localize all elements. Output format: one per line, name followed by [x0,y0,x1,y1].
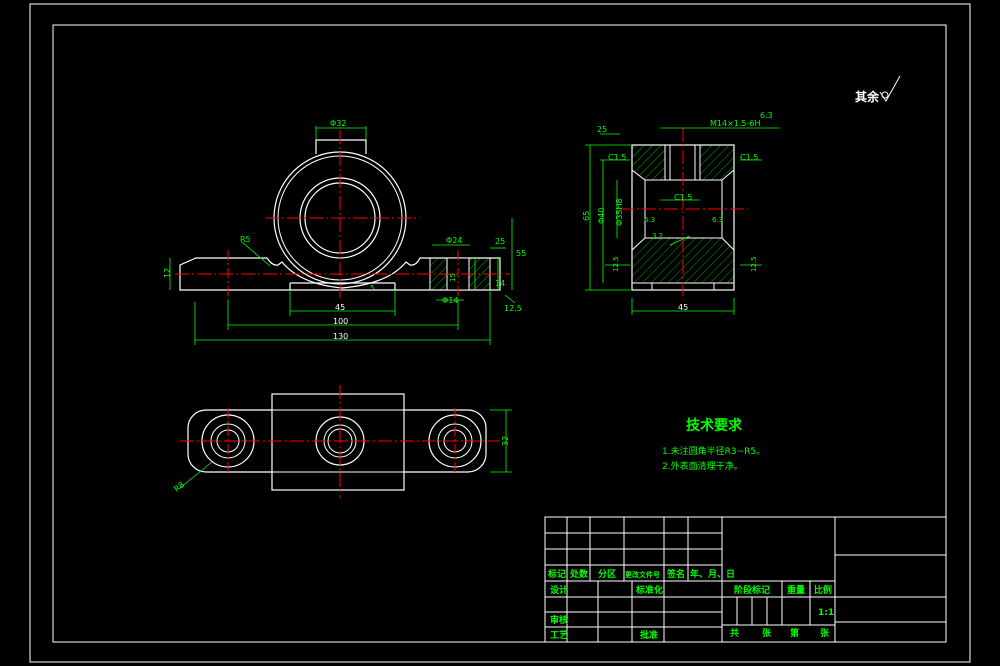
side-dim-rough-c: 6.3 [712,216,723,224]
side-dimensions [585,127,780,315]
side-dim-c15-center: C1.5 [674,193,692,202]
inner-frame [52,24,947,643]
side-dim-c15-left: C1.5 [608,153,626,162]
front-dimensions [169,126,516,345]
front-dim-14: 14 [495,279,505,288]
front-dim-chamfer: 5 [370,284,374,292]
front-dim-r5: R5 [240,235,251,244]
tech-title: 技术要求 [686,417,743,434]
tb-scale-value: 1:1 [818,608,834,618]
roughness-note: 其余 [855,75,901,104]
tb-change: 更改文件号 [625,570,660,579]
front-dim-125: 12.5 [504,304,522,313]
tb-sheets: 张 [762,627,772,639]
roughness-note-text: 其余 [855,89,880,104]
side-dim-rough-b: 3.2 [652,232,663,240]
side-hatch-top-left [631,144,666,181]
tb-sheetno: 第 [790,627,799,639]
side-dim-rough-left: 12.5 [612,256,620,272]
tb-scale: 比例 [814,584,832,596]
tb-sign: 签名 [666,568,685,580]
side-dim-c15-right: C1.5 [740,153,758,162]
front-base-outline [179,257,501,291]
tech-item-1: 1.未注圆角半径R3~R5。 [662,445,765,457]
tb-date: 年、月、日 [690,568,735,580]
top-housing [271,393,405,491]
side-dim-25: 25 [597,125,607,134]
tb-sheets2: 张 [820,627,830,639]
side-dim-phi35: Φ35H8 [615,198,624,226]
side-dim-thread: M14×1.5-6H [710,119,761,128]
front-top-boss [315,139,367,154]
side-dim-rough-top: 6.3 [760,111,773,120]
top-dim-32: 32 [501,436,510,446]
front-dim-25: 25 [495,237,505,246]
tb-count: 处数 [569,568,589,580]
side-dim-65: 65 [582,211,591,221]
tb-approve: 批准 [640,629,658,641]
tb-zone: 分区 [598,568,616,580]
tb-standard: 标准化 [635,584,663,596]
top-view: R8 32 [172,385,512,498]
tb-review: 审核 [550,614,568,626]
tb-mark: 标记 [547,568,566,580]
front-dim-45: 45 [335,303,345,312]
front-dim-130: 130 [333,332,348,341]
side-dim-phi40: Φ40 [597,208,606,224]
side-view: 25 M14×1.5-6H 6.3 C1.5 C1.5 C1.5 65 Φ40 … [582,111,780,315]
tb-weight: 重量 [787,584,805,596]
front-dim-55: 55 [516,249,526,258]
front-dim-15: 15 [449,273,457,282]
side-dim-rough-a: 6.3 [644,216,655,224]
front-dim-12: 12 [163,268,172,278]
side-dim-rough-right: 12.5 [750,256,758,272]
front-view: Φ32 R5 12 Φ24 25 55 15 14 Φ14 12.5 5 45 … [163,119,526,345]
top-dim-r8: R8 [172,480,186,494]
front-dim-phi14: Φ14 [442,296,458,305]
tb-total: 共 [730,627,739,639]
tech-requirements: 技术要求 1.未注圆角半径R3~R5。 2.外表面清理干净。 [662,417,765,472]
front-dim-phi24: Φ24 [446,236,462,245]
front-dim-top: Φ32 [330,119,346,128]
outer-frame [29,3,971,663]
title-block-text: 标记 处数 分区 更改文件号 签名 年、月、日 设计 标准化 审核 工艺 批准 … [547,568,834,641]
side-dim-45: 45 [678,303,688,312]
tb-stage: 阶段标记 [734,584,770,596]
side-hatch-top-right [699,144,735,181]
tb-design: 设计 [550,584,568,596]
front-dim-100: 100 [333,317,348,326]
tech-item-2: 2.外表面清理干净。 [662,460,743,472]
tb-process: 工艺 [550,629,568,641]
roughness-circle [881,91,889,99]
title-block [544,516,947,643]
